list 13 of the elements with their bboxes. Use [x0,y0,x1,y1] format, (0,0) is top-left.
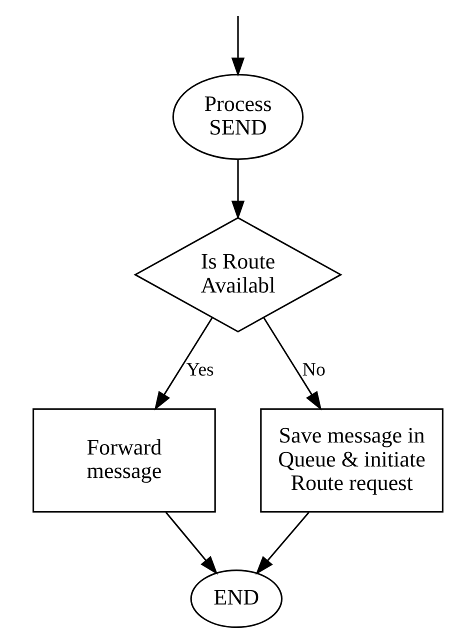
node-ellipse: Process SEND [172,74,304,160]
node-diamond: Is Route Availabl [134,216,342,333]
node-box: Forward message [32,408,216,513]
arrow [256,512,310,575]
node-ellipse: END [190,570,283,628]
arrow [165,512,218,575]
edge-label: Yes [186,359,214,380]
arrow [154,317,213,411]
arrow [231,160,245,220]
node-box: Save message in Queue & initiate Route request [260,408,444,513]
edge-label: No [302,359,326,380]
arrow [231,16,245,77]
arrow [263,317,322,411]
